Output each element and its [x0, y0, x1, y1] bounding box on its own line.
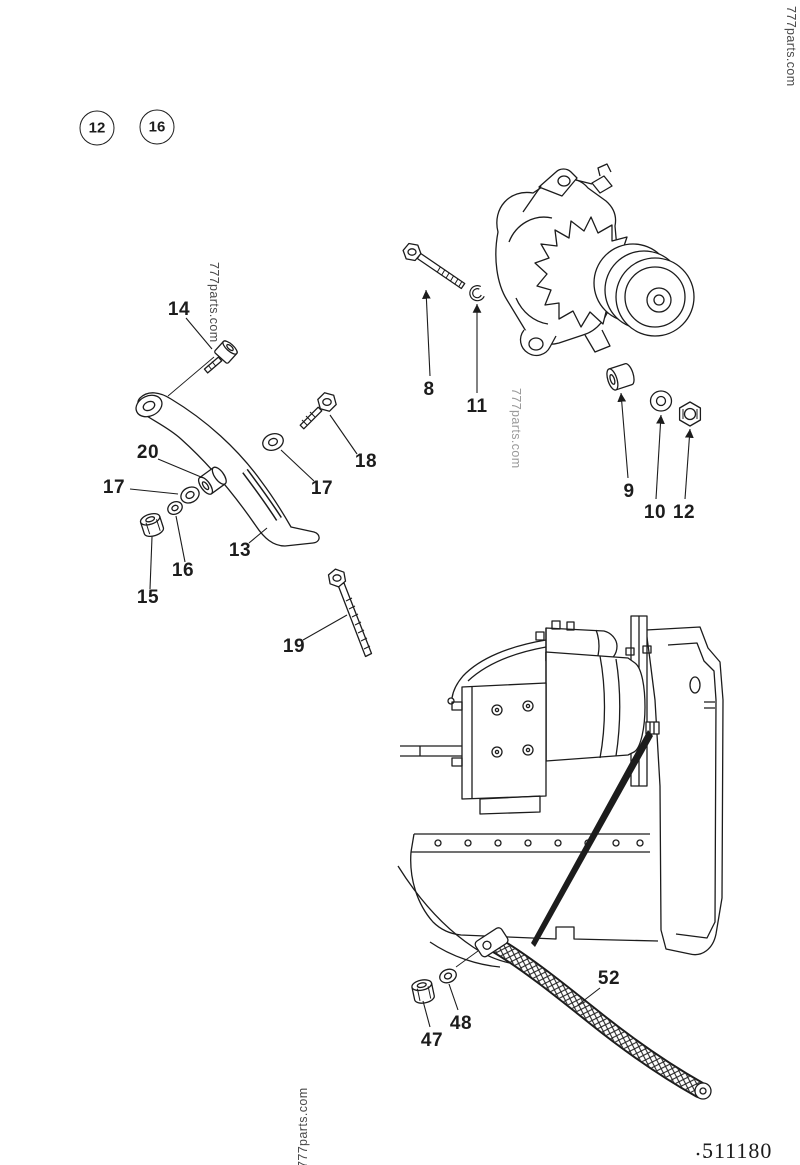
callout-20: 20	[136, 442, 160, 463]
leader-20	[157, 458, 202, 478]
washer-10	[649, 390, 673, 412]
leader-8	[422, 289, 431, 377]
callout-52: 52	[597, 968, 621, 989]
print-artifact-dot	[704, 1156, 706, 1158]
watermark-middle: 777parts.com	[509, 388, 523, 469]
leader-15	[149, 536, 153, 590]
flywheel-housing-plate	[645, 626, 724, 956]
long-bolt-19	[327, 568, 373, 658]
nut-15	[139, 512, 165, 538]
ref-badge-16: 16	[139, 109, 175, 145]
callout-19: 19	[282, 636, 306, 657]
callout-48: 48	[449, 1013, 473, 1034]
lock-washer-11	[469, 285, 485, 302]
ref-badge-16-label: 16	[148, 118, 166, 136]
bushing-20	[197, 466, 227, 495]
callout-12: 12	[672, 502, 696, 523]
strap-end-eyelet	[694, 1082, 712, 1100]
callout-14: 14	[167, 299, 191, 320]
watermark-left: 777parts.com	[207, 262, 221, 343]
watermark-bottom: 777parts.com	[296, 1087, 310, 1165]
leader-18	[329, 414, 358, 455]
nut-12	[678, 401, 702, 427]
strap-nut	[411, 979, 435, 1004]
callout-10: 10	[643, 502, 667, 523]
callout-17-left: 17	[102, 477, 126, 498]
alternator-pulley	[593, 243, 695, 337]
leader-52	[577, 987, 601, 1006]
leader-48	[448, 983, 459, 1011]
print-artifact-dot	[696, 1152, 700, 1156]
adjusting-bracket	[135, 356, 320, 547]
bracket-hardware-stack	[139, 466, 227, 538]
ref-badge-12-label: 12	[88, 119, 106, 137]
leader-14	[185, 317, 213, 350]
callout-16: 16	[171, 560, 195, 581]
callout-13: 13	[228, 540, 252, 561]
washer-16	[167, 500, 183, 516]
leader-47	[422, 1000, 431, 1028]
oil-pan-outline	[410, 851, 659, 942]
doc-number: 511180	[702, 1138, 773, 1163]
leader-16	[175, 515, 186, 563]
brace-washer-17-right	[262, 433, 284, 451]
alternator-illustration	[495, 163, 695, 357]
callout-47: 47	[420, 1030, 444, 1051]
attachment-pointer	[531, 730, 653, 947]
spacer-bushing-9	[606, 363, 635, 391]
leader-17-right	[280, 449, 315, 482]
strap-washer	[439, 968, 457, 984]
callout-11: 11	[466, 396, 488, 417]
ref-badge-12: 12	[79, 110, 115, 146]
leader-17-left	[129, 488, 179, 495]
callout-8: 8	[423, 379, 435, 400]
starter-mounting-plate	[461, 682, 547, 800]
starter-motor-body	[545, 651, 646, 762]
callout-18: 18	[354, 451, 378, 472]
callout-17-right: 17	[310, 478, 334, 499]
brace-bolt-18	[299, 392, 337, 430]
washer-17-left	[180, 486, 200, 504]
callout-15: 15	[136, 587, 160, 608]
ground-strap	[474, 927, 712, 1100]
watermark-top-right: 777parts.com	[784, 6, 798, 87]
bracket-pivot-bolt	[203, 340, 238, 374]
leader-19	[302, 614, 348, 641]
leader-48-strap	[455, 950, 479, 968]
strap-stud	[645, 721, 660, 735]
leader-13	[248, 527, 268, 544]
leader-lines	[129, 289, 694, 1028]
engine-and-starter-illustration	[397, 615, 724, 968]
leader-12	[684, 428, 694, 500]
callout-9: 9	[623, 481, 635, 502]
leader-10	[655, 414, 665, 500]
leader-9	[617, 392, 629, 479]
alternator-mounting-bolt	[402, 242, 466, 290]
